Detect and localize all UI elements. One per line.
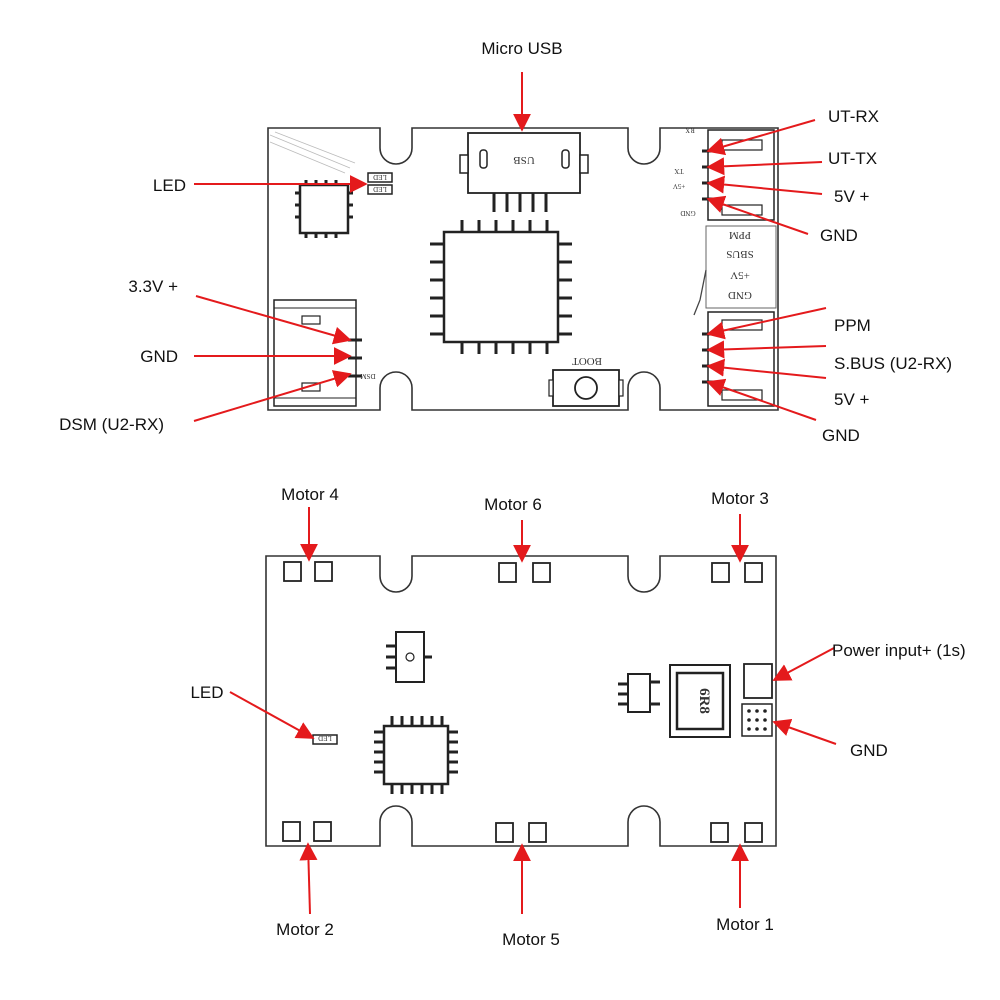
svg-text:BOOT: BOOT (572, 355, 602, 367)
arrow-3v3 (195, 295, 352, 345)
arrow-dsm (193, 370, 352, 422)
label-gnd-power: GND (850, 741, 888, 760)
motor3-pads (711, 562, 763, 583)
right-regulator (618, 673, 660, 713)
arrow-5v-bottom (706, 358, 827, 379)
usb-connector: USB (459, 132, 589, 212)
label-motor2: Motor 2 (276, 920, 334, 939)
label-sbus: S.BUS (U2-RX) (834, 354, 952, 373)
annotation-labels: Micro USB LED UT-RX UT-TX 5V + GND 3.3V … (59, 39, 966, 949)
label-led-bottom: LED (190, 683, 223, 702)
led-pads-top: LED LED (367, 172, 393, 195)
receiver-label-block: PPM SBUS +5V GND (693, 225, 777, 316)
label-ut-tx: UT-TX (828, 149, 877, 168)
label-motor4: Motor 4 (281, 485, 339, 504)
top-board: LED LED USB BOOT (267, 126, 779, 411)
svg-text:LED: LED (373, 173, 387, 181)
label-led-top: LED (153, 176, 186, 195)
label-micro-usb: Micro USB (481, 39, 562, 58)
motor1-pads (710, 822, 763, 843)
motor2-pads (282, 821, 332, 842)
arrow-ppm (706, 307, 827, 340)
power-input-pad (743, 663, 773, 699)
label-gnd-left: GND (140, 347, 178, 366)
main-mcu-top (430, 220, 572, 354)
arrow-led-bottom (229, 691, 315, 739)
arrow-gnd-power (772, 718, 837, 745)
label-motor6: Motor 6 (484, 495, 542, 514)
label-ppm: PPM (834, 316, 871, 335)
label-dsm: DSM (U2-RX) (59, 415, 164, 434)
annotation-arrows (193, 72, 837, 915)
label-ut-rx: UT-RX (828, 107, 879, 126)
boot-button: BOOT (548, 355, 624, 407)
svg-text:GND: GND (680, 209, 695, 217)
svg-text:LED: LED (318, 734, 332, 742)
svg-text:RX: RX (685, 126, 695, 134)
arrow-ut-rx (706, 119, 816, 156)
svg-text:+5V: +5V (673, 182, 686, 190)
label-gnd-bottom-right: GND (822, 426, 860, 445)
motor4-pads (283, 561, 333, 582)
arrow-power-input (772, 647, 835, 681)
svg-text:GND: GND (728, 289, 752, 301)
svg-text:LED: LED (373, 185, 387, 193)
arrow-sbus (706, 340, 827, 359)
arrow-gnd-bottom-right (706, 378, 817, 421)
inductor: 6R8 (669, 664, 731, 738)
arrow-5v-top (706, 175, 823, 195)
small-regulator (386, 631, 432, 683)
arrow-ut-tx (706, 157, 823, 176)
svg-text:DSM: DSM (360, 372, 376, 380)
svg-text:PPM: PPM (729, 229, 751, 241)
label-motor5: Motor 5 (502, 930, 560, 949)
label-5v-top: 5V + (834, 187, 870, 206)
gnd-pad-grid (741, 703, 773, 737)
label-gnd-top-right: GND (820, 226, 858, 245)
arrow-motor2 (299, 842, 318, 915)
svg-text:+5V: +5V (730, 269, 750, 281)
motor5-pads (495, 822, 547, 843)
label-motor1: Motor 1 (716, 915, 774, 934)
bottom-board: LED 6R8 (265, 555, 777, 847)
main-mcu-bottom (374, 716, 458, 794)
small-ic-top (295, 180, 353, 238)
svg-text:6R8: 6R8 (696, 688, 712, 714)
corner-hatch (269, 131, 356, 174)
motor6-pads (498, 562, 551, 583)
label-3v3: 3.3V + (128, 277, 178, 296)
arrow-gnd-top-right (706, 195, 809, 235)
label-power-input: Power input+ (1s) (832, 641, 966, 660)
led-pad-bottom: LED (312, 734, 338, 745)
svg-text:SBUS: SBUS (726, 248, 754, 260)
svg-text:USB: USB (513, 154, 534, 166)
label-motor3: Motor 3 (711, 489, 769, 508)
label-5v-bottom: 5V + (834, 390, 870, 409)
svg-text:TX: TX (674, 167, 683, 175)
